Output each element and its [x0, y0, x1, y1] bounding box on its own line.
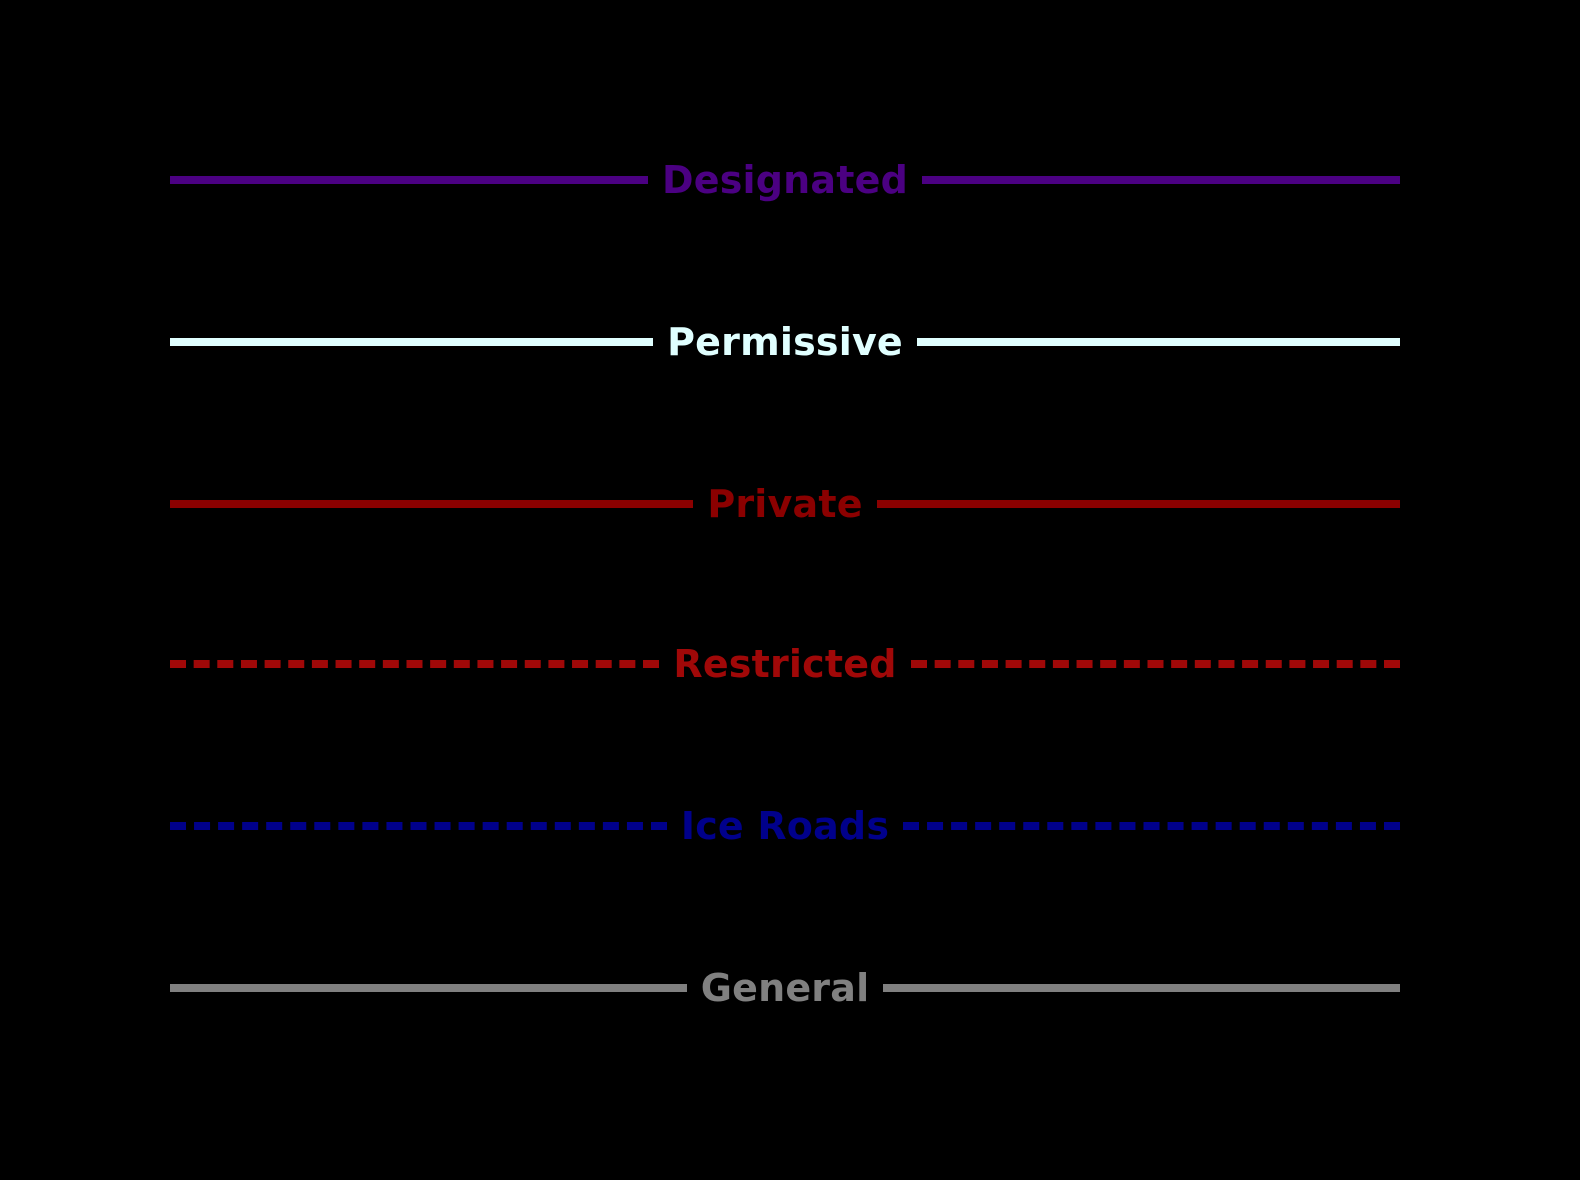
legend-item-label: General: [700, 966, 870, 1010]
legend-line-right: [883, 984, 1401, 992]
legend-item[interactable]: Restricted: [170, 634, 1400, 694]
legend-line-left: [170, 822, 667, 830]
legend-line-right: [910, 660, 1400, 668]
legend-item[interactable]: Designated: [170, 150, 1400, 210]
legend-item[interactable]: Permissive: [170, 312, 1401, 372]
legend-line-right: [916, 338, 1401, 346]
legend-line-right: [876, 500, 1400, 508]
legend-line-right: [903, 822, 1401, 830]
legend-item[interactable]: Ice Roads: [170, 796, 1401, 856]
legend-line-left: [170, 984, 687, 992]
legend-item[interactable]: Private: [170, 474, 1400, 534]
legend-item-label: Permissive: [667, 320, 903, 364]
legend-line-left: [170, 500, 694, 508]
legend-line-left: [170, 176, 648, 184]
legend-item[interactable]: General: [170, 958, 1401, 1018]
legend-line-left: [170, 338, 654, 346]
legend-item-label: Designated: [662, 158, 908, 202]
legend-item-label: Restricted: [673, 642, 897, 686]
legend-item-label: Private: [707, 482, 863, 526]
legend-line-left: [170, 660, 660, 668]
legend-item-label: Ice Roads: [680, 804, 890, 848]
legend-line-right: [922, 176, 1400, 184]
